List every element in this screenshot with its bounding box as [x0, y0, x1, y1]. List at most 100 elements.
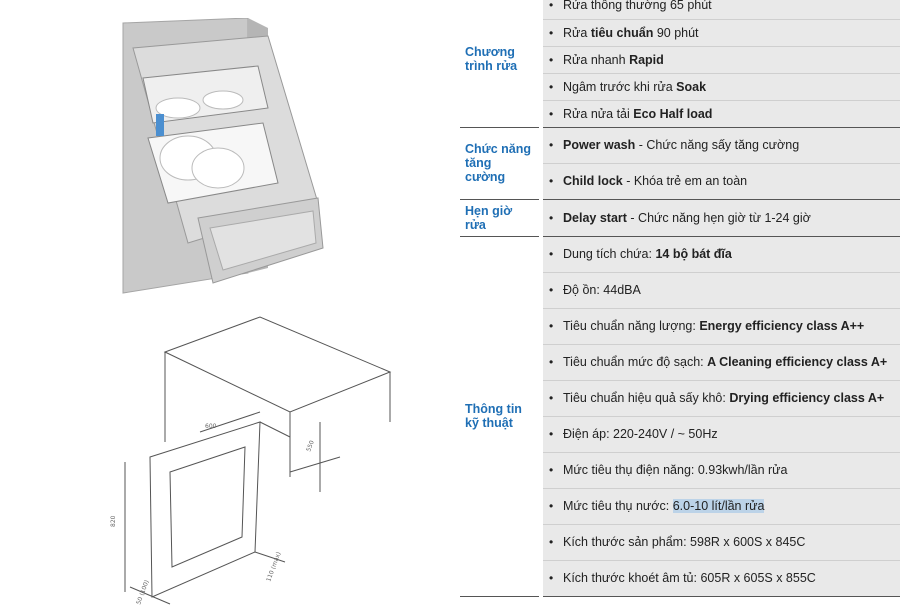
spec-item: • Ngâm trước khi rửa Soak: [549, 80, 900, 94]
spec-text: Rửa tiêu chuẩn 90 phút: [563, 26, 699, 40]
spec-text: Power wash - Chức năng sấy tăng cường: [563, 138, 799, 152]
spec-item: • Rửa nhanh Rapid: [549, 53, 900, 67]
spec-text: Delay start - Chức năng hẹn giờ từ 1-24 …: [563, 211, 811, 225]
svg-text:600: 600: [205, 423, 217, 430]
spec-table: Chương trình rửa • Rửa thông thường 65 phú…: [460, 0, 900, 597]
spec-bold: Power wash: [563, 138, 636, 152]
spec-item: • Tiêu chuẩn hiệu quả sấy khô: Drying eff…: [549, 391, 900, 405]
spec-text: Mức tiêu thụ điện năng: 0.93kwh/lần rửa: [563, 463, 788, 477]
spec-row: Chức năng tăng cường•Power wash - Chức n…: [460, 127, 900, 200]
spec-row: • Tiêu chuẩn hiệu quả sấy khô: Drying eff…: [460, 380, 900, 417]
spec-pre: Dung tích chứa:: [563, 247, 656, 261]
bullet: •: [549, 174, 554, 188]
bullet: •: [549, 0, 554, 13]
bullet: •: [549, 427, 554, 441]
spec-item: •Kích thước khoét âm tủ: 605R x 605S x 8…: [549, 571, 900, 585]
bullet: •: [549, 106, 554, 121]
spec-text: Kích thước sản phẩm: 598R x 600S x 845C: [563, 535, 805, 549]
spec-text: Tiêu chuẩn hiệu quả sấy khô: Drying effi…: [563, 391, 884, 405]
spec-row: •Kích thước khoét âm tủ: 605R x 605S x 8…: [460, 560, 900, 597]
spec-pre: Tiêu chuẩn hiệu quả sấy khô:: [563, 391, 730, 405]
spec-bold: Drying efficiency class A+: [729, 391, 885, 405]
bullet: •: [549, 210, 554, 225]
spec-post: - Chức năng hẹn giờ từ 1-24 giờ: [626, 210, 811, 225]
spec-post: - Chức năng sấy tăng cường: [635, 138, 800, 152]
spec-post: - Khóa trẻ em an toàn: [622, 174, 748, 188]
spec-pre: Điện áp: 220-240V / ~ 50Hz: [563, 427, 718, 441]
spec-text: Kích thước khoét âm tủ: 605R x 605S x 85…: [563, 571, 816, 585]
spec-bold: A Cleaning efficiency class A+: [707, 355, 888, 369]
bullet: •: [549, 535, 554, 549]
category-label: Hẹn giờ rửa: [460, 199, 541, 237]
spec-pre: Độ ồn: 44dBA: [563, 283, 641, 297]
spec-pre: Ngâm trước khi rửa: [563, 79, 677, 94]
spec-row: Chương trình rửa • Rửa thông thường 65 phú…: [460, 0, 900, 128]
spec-row: • Rửa nhanh Rapid: [460, 46, 900, 74]
spec-row: • Độ ồn: 44dBA: [460, 272, 900, 309]
spec-pre: Rửa nhanh: [563, 52, 630, 67]
category-label: Thông tin kỹ thuật: [460, 236, 541, 597]
category-label: Chương trình rửa: [460, 0, 541, 128]
bullet: •: [549, 79, 554, 94]
spec-pre: Rửa nửa tải: [563, 106, 634, 121]
spec-item: • Child lock - Khóa trẻ em an toàn: [549, 174, 900, 188]
spec-text: Tiêu chuẩn năng lượng: Energy efficiency…: [563, 319, 864, 333]
spec-row: • Kích thước sản phẩm: 598R x 600S x 845C: [460, 524, 900, 561]
spec-row: Thông tin kỹ thuật • Dung tích chứa: 14 bộ…: [460, 236, 900, 597]
bullet: •: [549, 247, 554, 261]
svg-text:50 (100): 50 (100): [135, 579, 150, 606]
spec-bold: Eco Half load: [633, 106, 713, 121]
bullet: •: [549, 138, 554, 152]
spec-bold: Child lock: [563, 174, 623, 188]
spec-row: • Tiêu chuẩn mức độ sạch: A Cleaning effi…: [460, 344, 900, 381]
bullet: •: [549, 319, 554, 333]
spec-text: Mức tiêu thụ nước: 6.0-10 lít/lần rửa: [563, 499, 765, 513]
svg-text:550: 550: [305, 439, 316, 452]
spec-row: • Điện áp: 220-240V / ~ 50Hz: [460, 416, 900, 453]
spec-item: • Power wash - Chức năng sấy tăng cường: [549, 138, 900, 152]
bullet: •: [549, 52, 554, 67]
spec-text: Rửa nửa tải Eco Half load: [563, 107, 712, 121]
spec-pre: Kích thước sản phẩm: 598R x 600S x 845C: [563, 535, 806, 549]
spec-bold: tiêu chuẩn: [590, 25, 654, 40]
spec-bold: Delay start: [563, 210, 627, 225]
spec-pre: Rửa: [563, 25, 591, 40]
spec-text: Ngâm trước khi rửa Soak: [563, 80, 706, 94]
spec-pre: Kích thước khoét âm tủ: 605R x 605S x 85…: [563, 571, 816, 585]
spec-row: • Child lock - Khóa trẻ em an toàn: [460, 163, 900, 200]
svg-text:820: 820: [110, 515, 117, 527]
spec-item: • Rửa tiêu chuẩn 90 phút: [549, 26, 900, 40]
spec-pre: Rửa thông thường 65 phút: [563, 0, 712, 13]
spec-item: • Tiêu chuẩn năng lượng: Energy efficienc…: [549, 319, 900, 333]
spec-pre: Mức tiêu thụ điện năng: 0.93kwh/lần rửa: [563, 463, 788, 477]
spec-text: Rửa nhanh Rapid: [563, 53, 664, 67]
bullet: •: [549, 355, 554, 369]
spec-item: • Delay start - Chức năng hẹn giờ từ 1-24…: [549, 211, 900, 225]
spec-row: •Mức tiêu thụ nước: 6.0-10 lít/lần rửa: [460, 488, 900, 525]
spec-text: Dung tích chứa: 14 bộ bát đĩa: [563, 247, 732, 261]
bullet: •: [549, 463, 554, 477]
spec-bold: Soak: [676, 79, 707, 94]
spec-row: • Rửa tiêu chuẩn 90 phút: [460, 19, 900, 47]
bullet: •: [549, 25, 554, 40]
spec-row: • Rửa nửa tải Eco Half load: [460, 100, 900, 128]
spec-text: Tiêu chuẩn mức độ sạch: A Cleaning effic…: [563, 355, 887, 369]
spec-post: 90 phút: [653, 25, 699, 40]
spec-row: • Ngâm trước khi rửa Soak: [460, 73, 900, 101]
spec-highlight: 6.0-10 lít/lần rửa: [672, 499, 765, 513]
bullet: •: [549, 283, 554, 297]
spec-item: • Độ ồn: 44dBA: [549, 283, 900, 297]
bullet: •: [549, 391, 554, 405]
spec-text: Độ ồn: 44dBA: [563, 283, 641, 297]
spec-text: Điện áp: 220-240V / ~ 50Hz: [563, 427, 718, 441]
spec-item: • Mức tiêu thụ điện năng: 0.93kwh/lần rửa: [549, 463, 900, 477]
spec-item: • Rửa nửa tải Eco Half load: [549, 107, 900, 121]
spec-item: • Kích thước sản phẩm: 598R x 600S x 845C: [549, 535, 900, 549]
spec-item: • Rửa thông thường 65 phút: [549, 0, 900, 12]
spec-item: • Tiêu chuẩn mức độ sạch: A Cleaning effi…: [549, 355, 900, 369]
spec-row: • Tiêu chuẩn năng lượng: Energy efficienc…: [460, 308, 900, 345]
spec-item: • Điện áp: 220-240V / ~ 50Hz: [549, 427, 900, 441]
spec-pre: Mức tiêu thụ nước:: [563, 499, 673, 513]
spec-row: • Mức tiêu thụ điện năng: 0.93kwh/lần rửa: [460, 452, 900, 489]
spec-bold: Energy efficiency class A++: [699, 319, 865, 333]
